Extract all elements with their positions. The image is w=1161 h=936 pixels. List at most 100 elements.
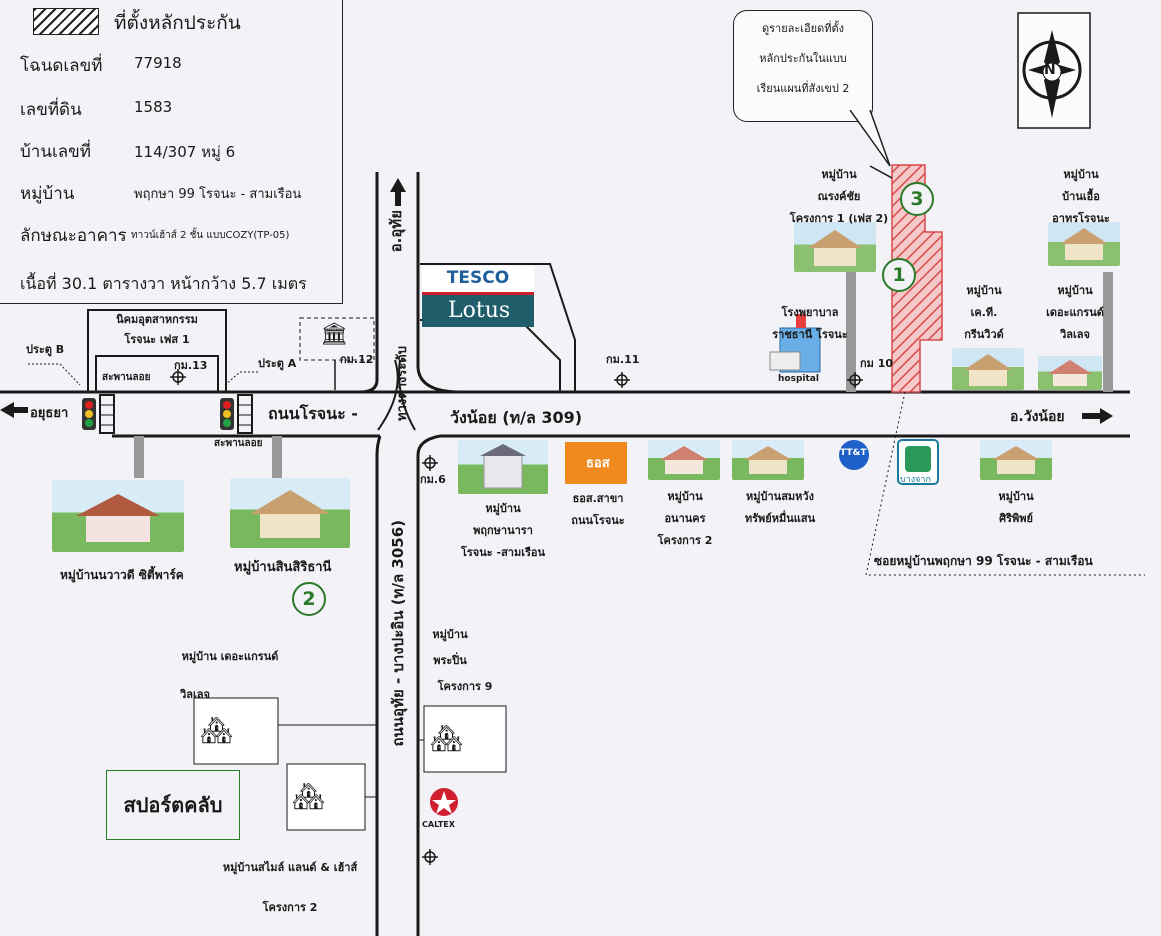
callout-line-1: ดูรายละเอียดที่ตั้ง [761,22,845,35]
km13-label: กม.13 [174,359,208,372]
ghb-logo: ธอส [586,456,610,471]
km10-label: กม 10 [860,357,894,370]
callout-line-2: หลักประกันในแบบ [759,52,847,65]
smile-line-2: โครงการ 2 [262,901,318,914]
house-image-baan-ua [1048,222,1120,266]
somwang-line-1: หมู่บ้านสมหวัง [746,490,814,503]
kt-line-2: เค.ที. [970,306,998,319]
road-label-uthai: อ.อุทัย [387,210,405,253]
house-image-kt [952,348,1024,390]
bridge-label-1: สะพานลอย [102,372,151,383]
house-image-nawadee [52,480,184,552]
house-image-sinsiri [230,478,350,548]
soi-label: ซอยหมู่บ้านพฤกษา 99 โรจนะ - สามเรือน [874,554,1093,568]
village-label-grand-right: หมู่บ้าน เดอะแกรนด์ วิลเลจ [1030,280,1120,346]
sport-club-box: สปอร์ตคลับ [106,770,240,840]
gate-a-label: ประตู A [258,357,297,370]
house-image-siriphon [980,440,1052,480]
village-label-baan-ua: หมู่บ้าน บ้านเอื้อ อาทรโรจนะ [1026,164,1136,230]
village-label-sinsiri: หมู่บ้านสินสิริธานี [234,560,332,575]
grand-left-line-1: หมู่บ้าน เดอะแกรนด์ [181,650,279,663]
siriphon-line-1: หมู่บ้าน [998,490,1034,503]
hospital-tag: hospital [778,374,819,384]
phrapin-line-3: โครงการ 9 [437,680,493,693]
bangchak-logo: บางจาก [900,475,931,485]
industrial-estate-label: นิคมอุตสาหกรรม โรจนะ เฟส 1 [88,310,226,350]
legend-panel: ที่ตั้งหลักประกัน โฉนดเลขที่ 77918 เลขที… [0,0,343,304]
legend-label-house-no: บ้านเลขที่ [20,142,92,162]
legend-label-building: ลักษณะอาคาร [20,226,127,246]
house-image-pruksa-nara [458,440,548,494]
village-label-anankorn: หมู่บ้าน อนานคร โครงการ 2 [640,486,730,552]
marker-2: 2 [292,582,326,616]
siriphon-line-2: ศิริพิพย์ [999,512,1033,525]
marker-1: 1 [882,258,916,292]
legend-value-house-no: 114/307 หมู่ 6 [134,143,236,161]
bridge-label-2: สะพานลอย [214,438,263,449]
hatch-legend-icon [33,8,99,35]
arrow-right-icon [1082,408,1113,424]
legend-value-land-no: 1583 [134,98,173,116]
legend-label-land-no: เลขที่ดิน [20,100,82,120]
village-label-kt: หมู่บ้าน เค.ที. กรีนวิวด์ [944,280,1024,346]
legend-label-deed: โฉนดเลขที่ [20,56,103,76]
ttt-logo: TT&T [840,448,867,458]
village-label-somwang: หมู่บ้านสมหวัง ทรัพย์หมื่นแสน [720,486,840,530]
caltex-label: CALTEX [422,820,455,829]
hospital-line-1: โรงพยาบาล [781,306,839,319]
legend-value-building: ทาวน์เฮ้าส์ 2 ชั้น แบบCOZY(TP-05) [131,230,290,241]
legend-label-village: หมู่บ้าน [20,184,75,204]
legend-title: ที่ตั้งหลักประกัน [114,12,241,34]
village-label-nong: หมู่บ้าน ณรงค์ชัย โครงการ 1 (เฟส 2) [784,164,894,230]
smile-line-1: หมู่บ้านสไมล์ แลนด์ & เฮ้าส์ [222,861,358,874]
hospital-line-2: ราชธานี โรจนะ [772,328,848,341]
road-label-wangnoi: อ.วังน้อย [1010,409,1065,425]
gate-b-label: ประตู B [26,343,65,356]
callout-line-3: เรียนแผนที่สังเขป 2 [756,82,850,95]
grand-left-line-2: วิลเลจ [180,688,210,701]
museum-icon: 🏛 [320,322,348,347]
village-label-pruksa-nara: หมู่บ้าน พฤกษานารา โรจนะ -สามเรือน [448,498,558,564]
house-image-grand-right [1038,356,1102,390]
house-cluster-icon-3: 🏘 [430,724,464,754]
nong-line-1: หมู่บ้าน [821,168,857,181]
village-label-smile: หมู่บ้านสไมล์ แลนด์ & เฮ้าส์ โครงการ 2 [200,848,380,928]
baan-ua-line-2: บ้านเอื้อ [1062,190,1100,203]
village-label-grand-left: หมู่บ้าน เดอะแกรนด์ วิลเลจ [150,638,310,714]
compass-north-label: N [1044,62,1056,78]
baan-ua-line-3: อาทรโรจนะ [1052,212,1110,225]
arrow-left-icon [0,402,28,418]
industrial-line-2: โรจนะ เฟส 1 [124,333,190,346]
road-label-main-right: วังน้อย (ท/ล 309) [450,408,583,427]
callout-bubble: ดูรายละเอียดที่ตั้ง หลักประกันในแบบ เรีย… [733,10,873,122]
ghb-label: ธอส.สาขา ถนนโรจนะ [558,488,638,532]
anankorn-line-3: โครงการ 2 [657,534,713,547]
arrow-up-icon [390,178,406,206]
ghb-line-2: ถนนโรจนะ [571,514,625,527]
km6-label: กม.6 [420,473,446,486]
road-label-ayutthaya: อยุธยา [30,406,69,421]
road-label-main-left: ถนนโรจนะ - [268,404,358,423]
pruksa-nara-line-3: โรจนะ -สามเรือน [460,546,546,559]
legend-value-deed: 77918 [134,54,182,72]
house-image-somwang [732,440,804,480]
house-cluster-icon-1: 🏘 [200,716,234,746]
marker-3: 3 [900,182,934,216]
house-cluster-icon-2: 🏘 [292,782,326,812]
village-label-nawadee: หมู่บ้านนวาวดี ซิตี้พาร์ค [60,568,184,582]
house-image-nong [794,222,876,272]
tesco-text: TESCO [422,266,534,295]
road-label-uthai-bangpain: ถนนอุทัย - บางปะอิน (ท/ล 3056) [389,520,407,747]
km11-label: กม.11 [606,353,640,366]
pruksa-nara-line-2: พฤกษานารา [473,524,533,537]
callout-tail [849,110,891,167]
ghb-line-1: ธอส.สาขา [572,492,624,505]
grand-right-line-2: เดอะแกรนด์ [1046,306,1104,319]
phrapin-line-1: หมู่บ้าน [432,628,468,641]
house-image-anankorn [648,440,720,480]
kt-line-3: กรีนวิวด์ [964,328,1004,341]
legend-value-village: พฤกษา 99 โรจนะ - สามเรือน [134,187,302,202]
tesco-lotus-logo: TESCO Lotus [422,266,534,327]
lotus-text: Lotus [422,295,534,327]
